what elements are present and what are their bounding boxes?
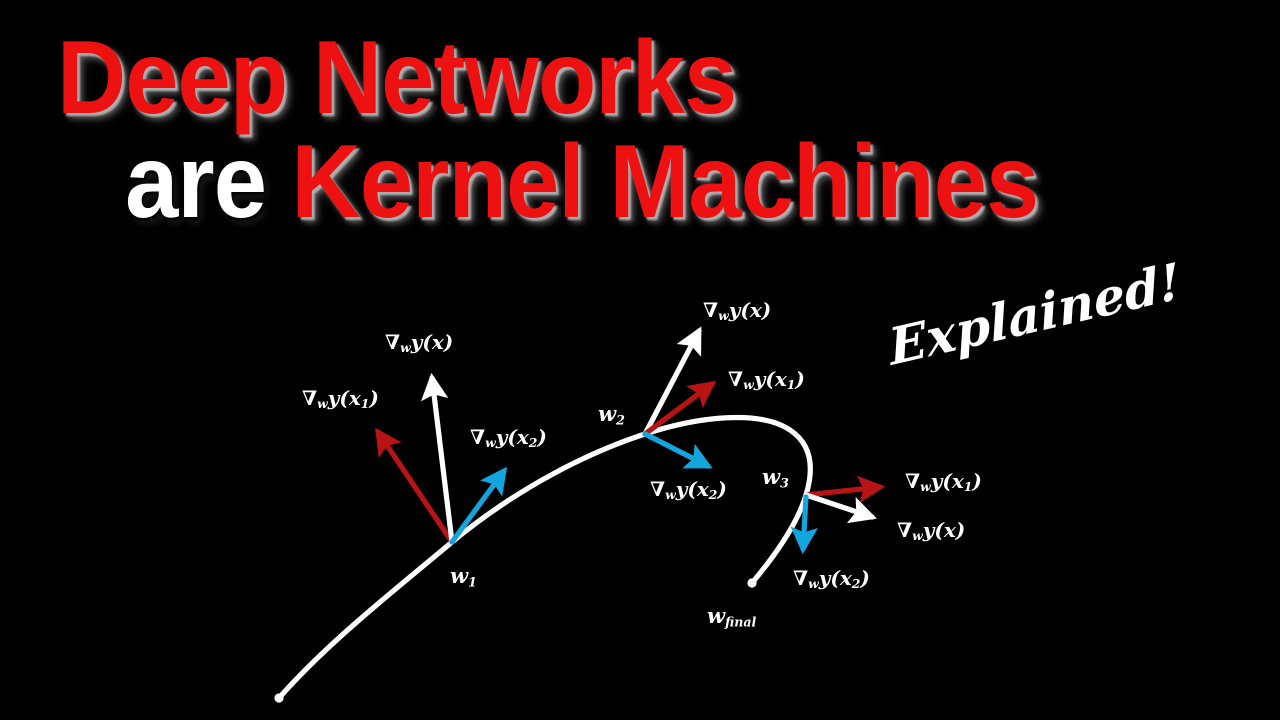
label-body: y(x	[675, 477, 709, 501]
subscript-w: w	[743, 377, 754, 393]
subscript-w: w	[912, 528, 923, 544]
title-line-2: are Kernel Machines	[0, 130, 1178, 234]
gradient-arrow-w1-x	[420, 372, 455, 545]
w-letter: w	[762, 464, 781, 489]
gradient-arrow-w1-x1	[375, 427, 455, 545]
nabla-icon: ∇	[703, 298, 719, 322]
label-gradient-w1-x2: ∇wy(x2)	[470, 425, 547, 450]
subscript-w: w	[317, 396, 328, 412]
title-text-deep-networks: Deep Networks	[57, 20, 737, 136]
nabla-icon: ∇	[470, 425, 486, 449]
wfinal-dot	[747, 578, 757, 588]
gradient-arrow-w3-x1	[803, 475, 886, 504]
label-paren: )	[860, 566, 870, 590]
nabla-icon: ∇	[728, 367, 744, 391]
subscript-index: 1	[786, 377, 796, 393]
subscript-index: 1	[360, 396, 370, 412]
label-gradient-w2-x1: ∇wy(x1)	[728, 367, 805, 392]
subscript-w: w	[485, 435, 496, 451]
label-gradient-w3-x2: ∇wy(x2)	[793, 566, 870, 591]
w-index: final	[725, 614, 757, 630]
gradient-arrow-w2-x2	[642, 431, 713, 469]
label-body: y(x	[930, 469, 964, 493]
subscript-w: w	[718, 308, 729, 324]
label-body: y(x	[818, 566, 852, 590]
label-point-w2: w2	[598, 401, 625, 428]
label-paren: )	[717, 477, 727, 501]
label-gradient-w3-x1: ∇wy(x1)	[905, 469, 982, 494]
w-letter: w	[598, 401, 617, 426]
w-index: 3	[780, 475, 789, 491]
label-gradient-w1-x: ∇wy(x)	[385, 330, 453, 355]
subscript-index: 2	[851, 576, 861, 592]
label-paren: )	[369, 386, 379, 410]
gradient-arrow-w1-x2	[449, 466, 508, 545]
label-body: y(x)	[922, 518, 966, 542]
label-paren: )	[537, 425, 547, 449]
label-gradient-w3-x: ∇wy(x)	[897, 518, 965, 543]
trajectory-curve	[276, 414, 813, 701]
subscript-w: w	[665, 487, 676, 503]
nabla-icon: ∇	[302, 386, 318, 410]
label-body: y(x)	[410, 330, 454, 354]
subscript-index: 2	[708, 487, 718, 503]
label-gradient-w1-x1: ∇wy(x1)	[302, 386, 379, 411]
label-point-w3: w3	[762, 464, 789, 491]
title-line-1: Deep Networks	[0, 26, 1178, 130]
label-gradient-w2-x: ∇wy(x)	[703, 298, 771, 323]
subscript-w: w	[920, 479, 931, 495]
subscript-w: w	[400, 340, 411, 356]
gradient-arrow-w3-x	[803, 492, 877, 524]
label-point-w1: w1	[450, 563, 477, 590]
w-index: 2	[616, 412, 625, 428]
w-index: 1	[468, 574, 477, 590]
nabla-icon: ∇	[897, 518, 913, 542]
subscript-index: 2	[528, 435, 538, 451]
label-paren: )	[972, 469, 982, 493]
subscript-index: 1	[963, 479, 973, 495]
w-letter: w	[450, 563, 469, 588]
label-paren: )	[795, 367, 805, 391]
gradient-arrow-w3-x2	[790, 494, 819, 555]
label-body: y(x)	[728, 298, 772, 322]
gradient-arrow-w2-x	[642, 326, 702, 437]
curve-start-dot	[274, 693, 284, 703]
nabla-icon: ∇	[650, 477, 666, 501]
title-text-kernel-machines: Kernel Machines	[291, 123, 1040, 240]
nabla-icon: ∇	[905, 469, 921, 493]
nabla-icon: ∇	[793, 566, 809, 590]
label-gradient-w2-x2: ∇wy(x2)	[650, 477, 727, 502]
title-text-are: are	[125, 123, 292, 240]
title-block: Deep Networks are Kernel Machines	[0, 26, 1280, 234]
label-body: y(x	[753, 367, 787, 391]
label-point-wfinal: wfinal	[707, 603, 756, 630]
nabla-icon: ∇	[385, 330, 401, 354]
label-body: y(x	[495, 425, 529, 449]
subscript-w: w	[808, 576, 819, 592]
label-body: y(x	[327, 386, 361, 410]
gradient-arrow-w2-x1	[642, 380, 717, 437]
w-letter: w	[707, 603, 726, 628]
